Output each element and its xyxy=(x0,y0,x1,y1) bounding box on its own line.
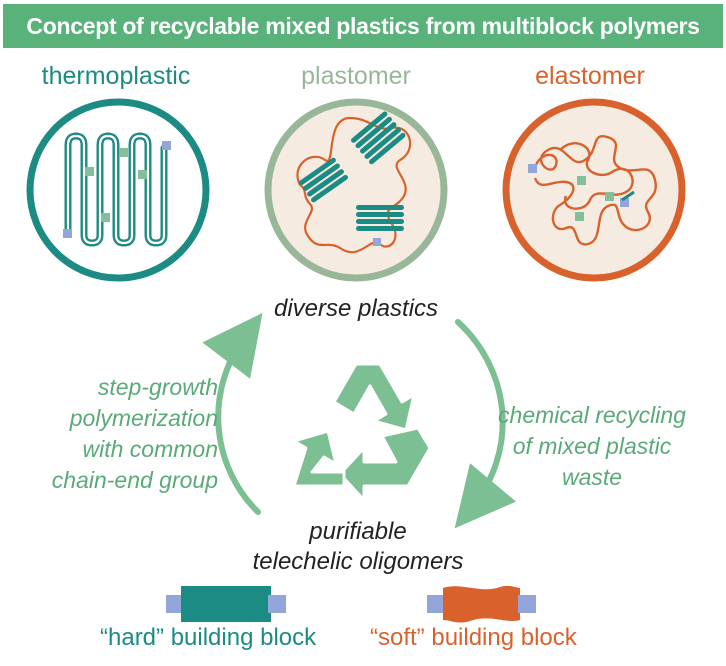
chemical-recycling-label: chemical recycling of mixed plastic wast… xyxy=(462,400,722,493)
label-thermoplastic: thermoplastic xyxy=(41,62,191,90)
soft-prefix: “soft” xyxy=(370,624,425,651)
diverse-plastics-label: diverse plastics xyxy=(273,295,439,322)
square-blue xyxy=(373,238,381,246)
soft-block-label: “soft” building block xyxy=(370,624,577,652)
purifiable-label: purifiable xyxy=(309,518,407,545)
chemical-recycling-line: of mixed plastic xyxy=(512,433,672,459)
plastomer-lamella xyxy=(351,111,406,165)
soft-suffix: building block xyxy=(424,624,577,651)
step-growth-line: with common xyxy=(82,436,218,462)
step-growth-line: step-growth xyxy=(97,374,218,400)
chemical-recycling-line: chemical recycling xyxy=(498,402,686,428)
square-green xyxy=(85,167,94,176)
square-blue xyxy=(620,198,629,207)
step-growth-line: polymerization xyxy=(69,405,218,431)
hard-suffix: building block xyxy=(164,624,317,651)
hard-block-label: “hard” building block xyxy=(100,624,316,652)
step-growth-line: chain-end group xyxy=(51,467,218,493)
soft-block-diagram xyxy=(427,585,536,623)
hard-block-body xyxy=(181,586,271,622)
square-green xyxy=(605,192,614,201)
chemical-recycling-line: waste xyxy=(561,464,623,490)
square-green xyxy=(101,213,110,222)
soft-end-right xyxy=(518,595,536,613)
square-blue xyxy=(63,229,72,238)
hard-end-left xyxy=(166,595,184,613)
telechelic-oligomers-label: telechelic oligomers xyxy=(252,548,464,575)
step-growth-label: step-growth polymerization with common c… xyxy=(0,372,218,496)
square-blue xyxy=(162,141,171,150)
square-green xyxy=(138,170,147,179)
hard-end-right xyxy=(268,595,286,613)
label-plastomer: plastomer xyxy=(301,62,411,90)
plastomer-lamella xyxy=(298,157,348,203)
title-banner: Concept of recyclable mixed plastics fro… xyxy=(3,4,723,48)
square-green xyxy=(577,176,586,185)
thermoplastic-circle xyxy=(26,98,210,282)
label-elastomer: elastomer xyxy=(535,62,645,90)
hard-prefix: “hard” xyxy=(100,624,165,651)
plastomer-lamella xyxy=(356,205,404,231)
soft-block-body xyxy=(443,585,520,623)
plastomer-circle xyxy=(264,98,448,282)
hard-block-diagram xyxy=(166,586,286,622)
recycle-icon xyxy=(292,362,432,502)
square-green xyxy=(575,212,584,221)
square-green xyxy=(119,148,128,157)
cycle-arrow-right xyxy=(454,319,517,529)
soft-end-left xyxy=(427,595,445,613)
square-blue xyxy=(528,164,537,173)
elastomer-circle xyxy=(502,98,686,282)
cycle-arrow-left xyxy=(202,312,263,515)
